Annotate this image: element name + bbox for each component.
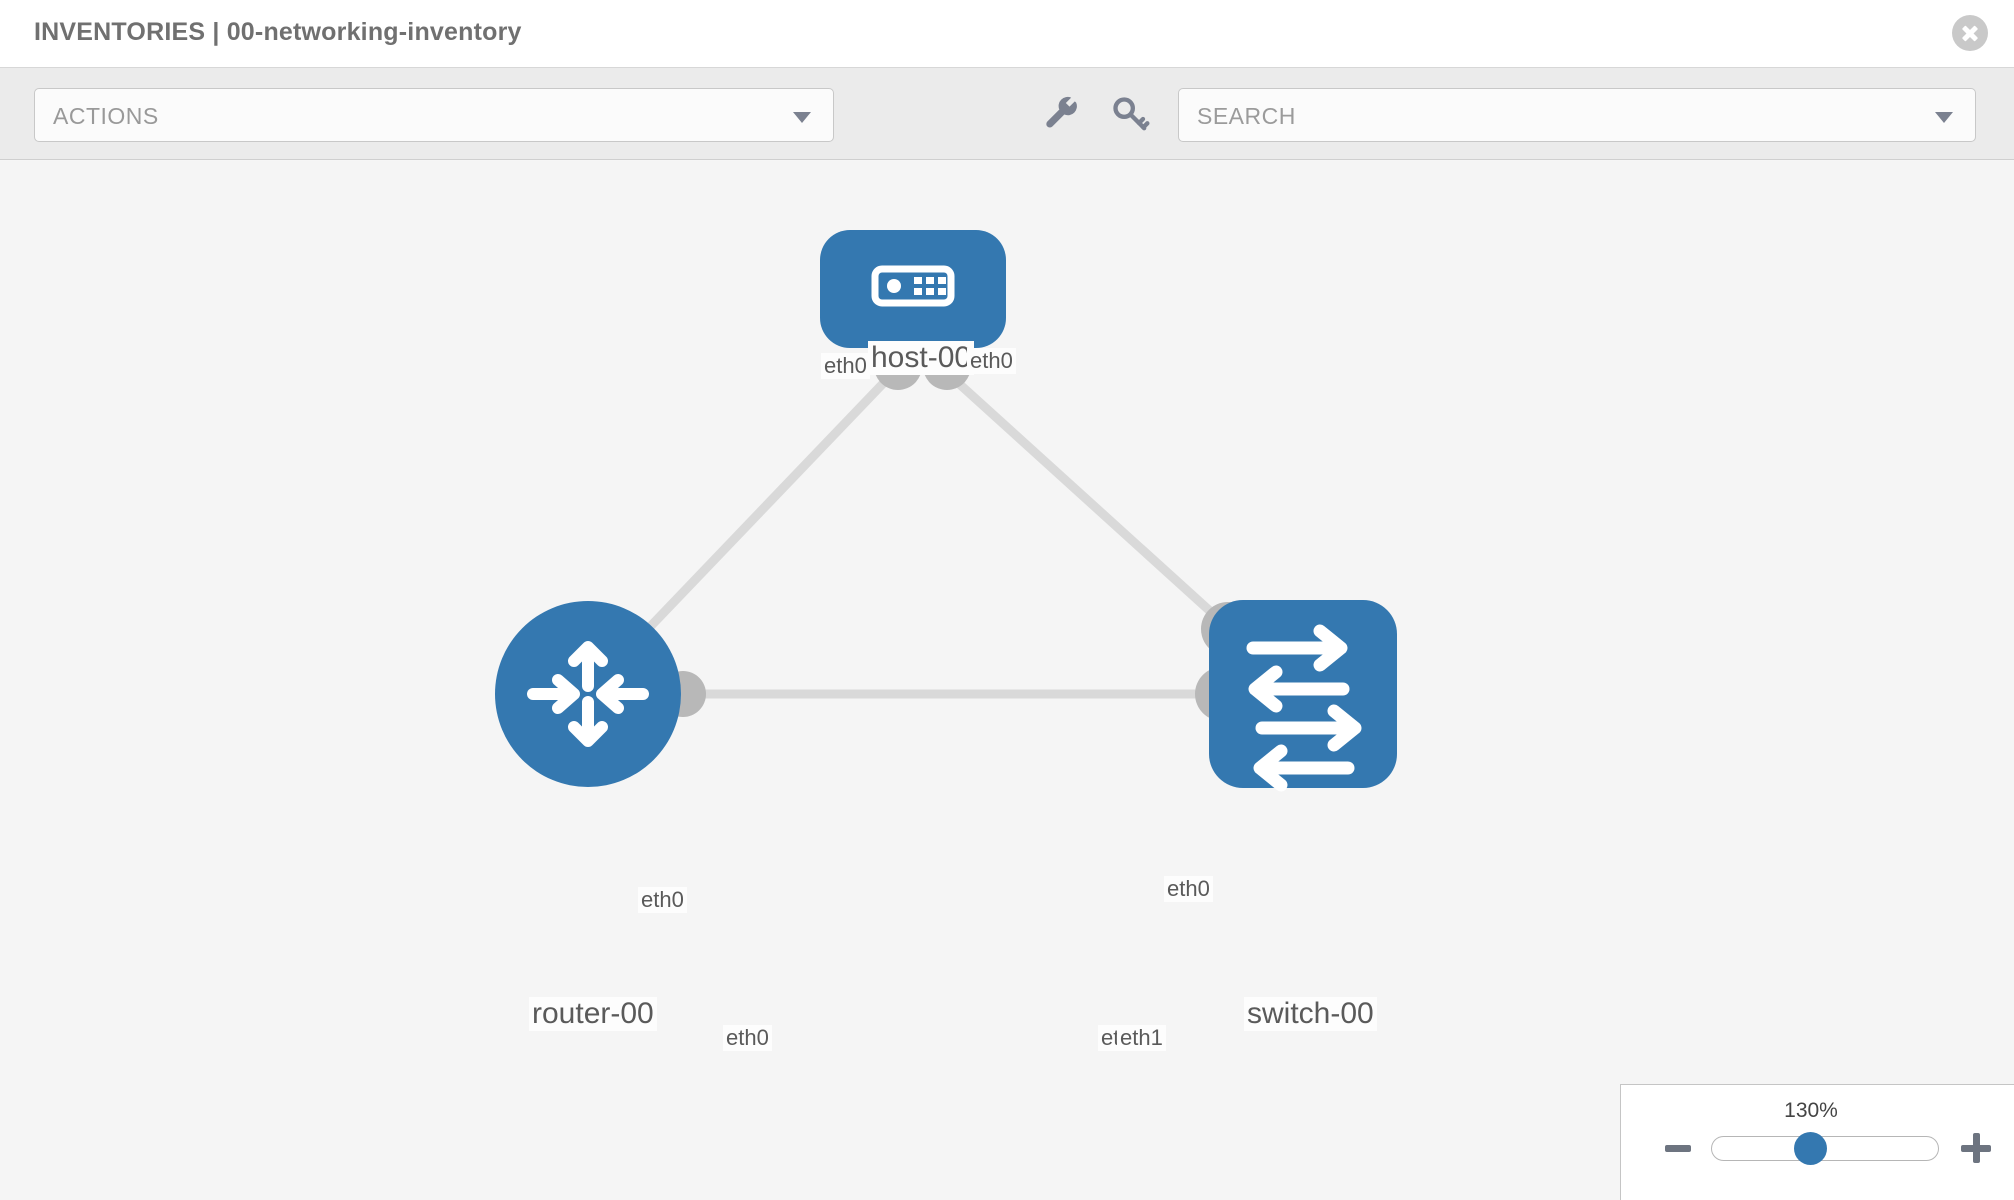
server-device-icon [871,265,955,307]
node-label-router-00: router-00 [529,997,657,1031]
node-switch-00[interactable] [1209,600,1397,792]
search-placeholder: SEARCH [1197,103,1296,129]
chevron-down-icon[interactable] [1935,112,1953,123]
key-icon[interactable] [1110,94,1150,134]
router-four-arrows-icon [527,641,649,747]
node-router-00[interactable] [495,601,681,787]
iface-label-router-up: eth0 [638,887,687,913]
topology-canvas[interactable]: eth0 host-00 eth0 eth0 eth0 eth0 eth eth… [0,161,2014,1200]
zoom-level-label: 130% [1784,1099,1838,1122]
iface-label-router-right: eth0 [723,1025,772,1051]
zoom-control-panel: 130% [1620,1084,2014,1200]
link-host-switch[interactable] [941,367,1236,635]
zoom-in-button[interactable] [1961,1133,1991,1163]
node-label-host-00: host-00 [868,341,975,375]
search-input[interactable]: SEARCH [1178,88,1976,142]
page-header: INVENTORIES | 00-networking-inventory [0,0,2014,68]
iface-label-switch-left-b: eth1 [1117,1025,1166,1051]
toolbar: ACTIONS SEARCH [0,68,2014,160]
iface-label-host-right: eth0 [967,348,1016,374]
actions-dropdown[interactable]: ACTIONS [34,88,834,142]
link-host-router[interactable] [644,367,899,633]
zoom-slider-handle[interactable] [1794,1132,1827,1165]
actions-dropdown-label: ACTIONS [53,103,159,129]
iface-label-host-left: eth0 [821,353,870,379]
iface-label-switch-up: eth0 [1164,876,1213,902]
chevron-down-icon [793,112,811,123]
node-host-00[interactable] [820,230,1006,348]
switch-arrows-icon [1246,624,1362,792]
topology-graph [495,230,1397,792]
node-label-switch-00: switch-00 [1244,997,1377,1031]
zoom-out-button[interactable] [1665,1145,1691,1152]
wrench-icon[interactable] [1042,94,1082,134]
close-icon[interactable] [1952,15,1988,51]
page-title: INVENTORIES | 00-networking-inventory [34,18,522,46]
